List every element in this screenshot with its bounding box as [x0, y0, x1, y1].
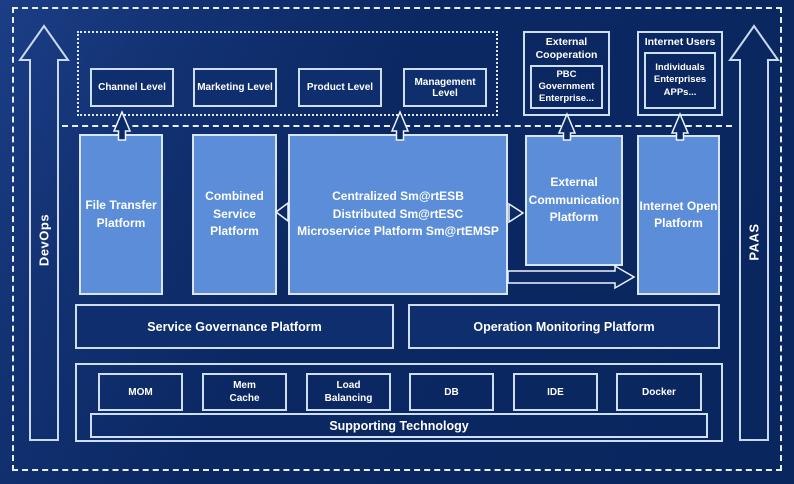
- level-box-management: Management Level: [403, 68, 487, 107]
- level-label: Marketing Level: [197, 82, 273, 93]
- tech-label: MOM: [128, 386, 153, 398]
- tech-label: IDE: [547, 386, 564, 398]
- platform-label: External Communication Platform: [528, 175, 620, 225]
- platform-label: Combined Service Platform: [205, 189, 264, 239]
- governance-label: Operation Monitoring Platform: [473, 319, 655, 334]
- platform-label: Internet Open Platform: [639, 198, 718, 230]
- supporting-technology-bar: Supporting Technology: [90, 413, 708, 438]
- platform-esb: Centralized Sm@rtESB Distributed Sm@rtES…: [288, 134, 508, 295]
- internet-users-title: Internet Users: [644, 36, 716, 48]
- external-cooperation-members-box: PBC Government Enterprise...: [530, 65, 603, 109]
- tech-box-load-balancing: Load Balancing: [306, 373, 391, 411]
- tech-box-ide: IDE: [513, 373, 598, 411]
- external-cooperation-box: External Cooperation PBC Government Ente…: [523, 31, 610, 116]
- tech-label: Mem Cache: [229, 380, 260, 404]
- level-label: Channel Level: [98, 82, 166, 93]
- tech-box-db: DB: [409, 373, 494, 411]
- internet-users-members-box: Individuals Enterprises APPs...: [644, 52, 716, 109]
- tech-box-mom: MOM: [98, 373, 183, 411]
- paas-label: PAAS: [746, 223, 762, 261]
- platform-internet-open: Internet Open Platform: [637, 135, 720, 295]
- level-box-marketing: Marketing Level: [193, 68, 277, 107]
- devops-label: DevOps: [36, 213, 52, 267]
- levels-group: [77, 31, 498, 116]
- layer-separator-dashed-line: [62, 125, 732, 127]
- supporting-technology-group: [75, 363, 723, 442]
- esb-line: Microservice Platform Sm@rtEMSP: [297, 224, 499, 239]
- esb-line: Centralized Sm@rtESB: [332, 189, 464, 204]
- level-box-channel: Channel Level: [90, 68, 174, 107]
- esb-line: Distributed Sm@rtESC: [332, 206, 464, 221]
- platform-file-transfer: File Transfer Platform: [79, 134, 163, 295]
- tech-box-docker: Docker: [616, 373, 702, 411]
- outer-dashed-border: [12, 7, 782, 471]
- tech-label: DB: [444, 386, 459, 398]
- platform-combined-service: Combined Service Platform: [192, 134, 277, 295]
- level-label: Management Level: [414, 76, 476, 99]
- governance-label: Service Governance Platform: [147, 319, 322, 334]
- supporting-technology-label: Supporting Technology: [329, 418, 469, 433]
- platform-label: File Transfer Platform: [85, 198, 157, 230]
- external-cooperation-title: External Cooperation: [535, 36, 598, 62]
- tech-box-mem-cache: Mem Cache: [202, 373, 287, 411]
- platform-service-governance: Service Governance Platform: [75, 304, 394, 349]
- platform-external-communication: External Communication Platform: [525, 135, 623, 266]
- level-label: Product Level: [306, 82, 374, 93]
- platform-operation-monitoring: Operation Monitoring Platform: [408, 304, 720, 349]
- tech-label: Docker: [642, 386, 676, 398]
- tech-label: Load Balancing: [324, 380, 373, 404]
- internet-users-box: Internet Users Individuals Enterprises A…: [637, 31, 723, 116]
- level-box-product: Product Level: [298, 68, 382, 107]
